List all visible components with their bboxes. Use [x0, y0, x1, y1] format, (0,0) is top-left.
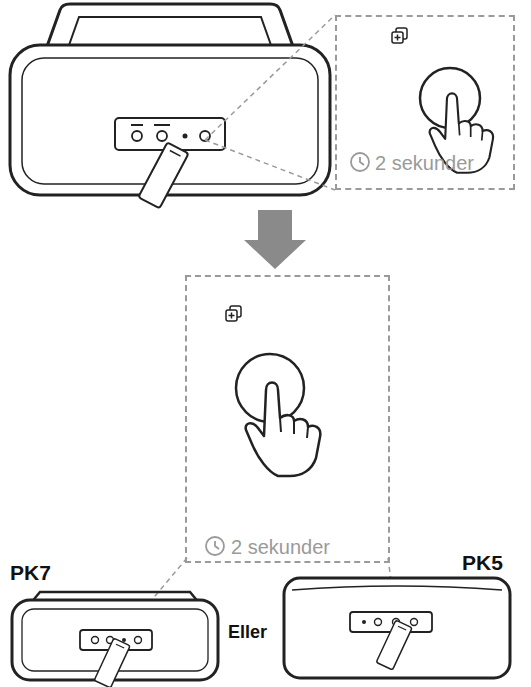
speaker-top-part	[138, 142, 188, 208]
speaker-top-part	[183, 134, 188, 139]
model-name: PK5	[462, 551, 503, 575]
speaker-top-part	[132, 131, 142, 141]
speaker-pk7-part	[135, 637, 142, 644]
speaker-pk5-part	[375, 619, 382, 626]
illustration-part	[206, 537, 224, 555]
speaker-pk5-part	[284, 578, 510, 678]
speaker-pk7-part	[94, 638, 130, 687]
duration-text: 2 sekunder	[231, 536, 330, 559]
duration-text: 2 sekunder	[375, 152, 474, 175]
speaker-pk7-part	[122, 638, 126, 642]
or-text: Eller	[228, 622, 267, 643]
leader-line	[205, 15, 335, 190]
illustration-part	[392, 28, 407, 43]
speaker-pk5-part	[362, 620, 366, 624]
illustration-part	[246, 383, 321, 477]
callout-box: 2 sekunder	[185, 275, 390, 563]
callout-box: 2 sekunder	[335, 15, 515, 190]
illustration-part	[351, 153, 369, 171]
step-arrow	[244, 210, 306, 269]
speaker-pk7	[12, 592, 218, 687]
speaker-pk5	[284, 578, 510, 678]
illustration-part	[226, 306, 241, 321]
speaker-top	[10, 4, 330, 208]
speaker-pk5-part	[292, 586, 502, 590]
speaker-pk7-part	[92, 637, 99, 644]
speaker-pk5-part	[411, 619, 418, 626]
speaker-top-part	[157, 131, 167, 141]
speaker-pk5-part	[376, 620, 412, 670]
speaker-top-part	[154, 124, 170, 126]
speaker-top-part	[131, 124, 143, 126]
model-name: PK7	[10, 561, 51, 585]
speaker-top-part	[68, 17, 272, 48]
